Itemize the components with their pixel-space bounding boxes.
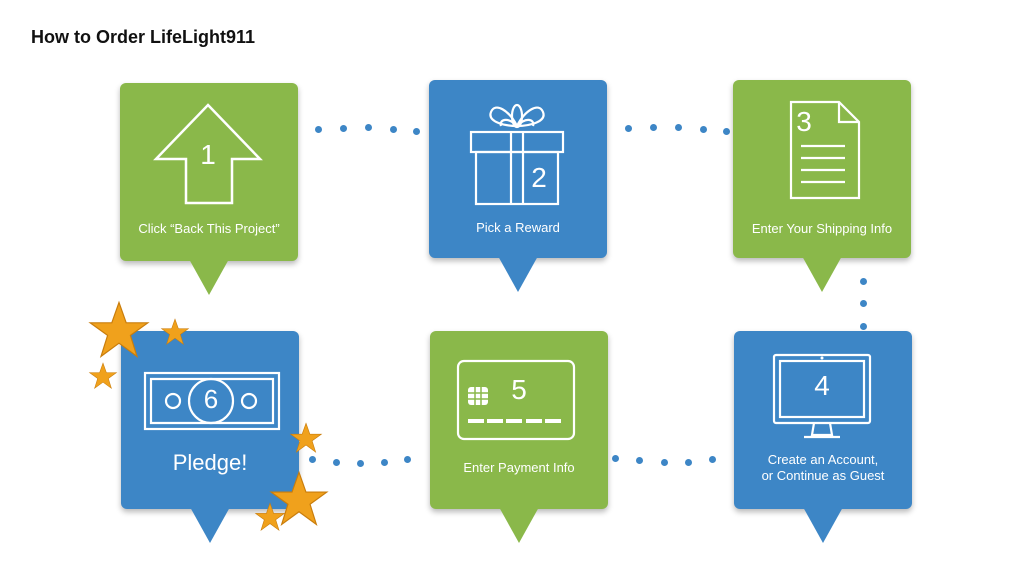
monitor-icon xyxy=(772,353,872,439)
step-2-pointer xyxy=(498,256,538,292)
step-4-label-line2: or Continue as Guest xyxy=(761,468,885,483)
page-title: How to Order LifeLight911 xyxy=(31,27,256,47)
step-3-card: 3 Enter Your Shipping Info xyxy=(733,80,911,292)
step-4-pointer xyxy=(803,507,843,543)
step-5-label: Enter Payment Info xyxy=(463,460,575,475)
step-6-label: Pledge! xyxy=(172,450,248,475)
step-6-number: 6 xyxy=(203,384,219,414)
star-icon xyxy=(289,422,323,453)
banknote-icon xyxy=(143,371,281,431)
step-1-pointer xyxy=(189,259,229,295)
step-5-card: 5 Enter Payment Info xyxy=(430,331,608,543)
step-5-pointer xyxy=(499,507,539,543)
step-2-number: 2 xyxy=(531,162,547,193)
step-6-pointer xyxy=(190,507,230,543)
document-icon xyxy=(789,100,861,200)
step-1-label: Click “Back This Project” xyxy=(138,221,280,236)
step-1-number: 1 xyxy=(200,139,216,170)
step-4-card: 4 Create an Account, or Continue as Gues… xyxy=(734,331,912,543)
step-3-number: 3 xyxy=(796,106,812,137)
step-2-label: Pick a Reward xyxy=(476,220,560,235)
star-icon xyxy=(88,362,118,390)
step-3-pointer xyxy=(802,256,842,292)
star-icon xyxy=(160,318,190,346)
star-icon xyxy=(254,502,286,531)
step-1-card: 1 Click “Back This Project” xyxy=(120,83,298,295)
step-6-card: 6 Pledge! xyxy=(121,331,299,543)
star-icon xyxy=(88,300,150,358)
credit-card-icon xyxy=(456,359,576,441)
step-4-number: 4 xyxy=(814,370,830,401)
gift-icon xyxy=(469,103,565,206)
step-4-label-line1: Create an Account, xyxy=(767,452,879,467)
step-5-number: 5 xyxy=(511,374,527,405)
step-2-card: 2 Pick a Reward xyxy=(429,80,607,292)
step-3-label: Enter Your Shipping Info xyxy=(751,221,893,236)
up-arrow-icon xyxy=(153,103,263,205)
star-icon xyxy=(269,470,329,527)
